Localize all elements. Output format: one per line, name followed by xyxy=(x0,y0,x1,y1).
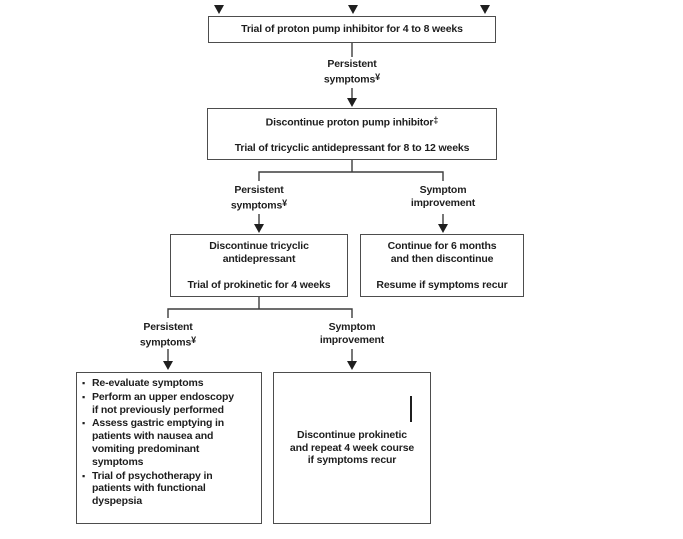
node-text: Trial of proton pump inhibitor for 4 to … xyxy=(241,23,463,36)
node-text: Discontinue proton pump inhibitor xyxy=(265,116,434,129)
bullet-list: ▪ Re-evaluate symptoms ▪ Perform an uppe… xyxy=(77,373,261,509)
footnote-marker: ‡ xyxy=(433,115,439,125)
branch-label-persistent-3: Persistent symptoms¥ xyxy=(103,321,233,349)
entry-arrow-icon xyxy=(348,5,358,14)
branch-label-line: improvement xyxy=(410,196,476,209)
node-text: Discontinue prokinetic and repeat 4 week… xyxy=(289,429,415,467)
bullet-text: Perform an upper endoscopy if not previo… xyxy=(92,390,234,416)
branch-label-improvement-2: Symptom improvement xyxy=(287,321,417,346)
branch-label-line: symptoms xyxy=(323,73,376,85)
node-text: Trial of tricyclic antidepressant for 8 … xyxy=(234,141,470,154)
node-text: Continue for 6 months and then discontin… xyxy=(387,240,497,265)
branch-label-line: Symptom xyxy=(419,184,467,196)
branch-label-line: symptoms xyxy=(139,336,192,348)
branch-bracket xyxy=(258,171,444,181)
list-item: ▪ Perform an upper endoscopy if not prev… xyxy=(82,391,259,417)
down-arrowhead-icon xyxy=(163,361,173,370)
node-discontinue-tca: Discontinue tricyclic antidepressant Tri… xyxy=(170,234,348,297)
branch-label-persistent-2: Persistent symptoms¥ xyxy=(194,184,324,212)
footnote-marker: ¥ xyxy=(282,197,288,208)
bullet-text: Re-evaluate symptoms xyxy=(92,377,204,389)
node-reevaluate: ▪ Re-evaluate symptoms ▪ Perform an uppe… xyxy=(76,372,262,524)
list-item: ▪ Trial of psychotherapy in patients wit… xyxy=(82,470,259,508)
list-item: ▪ Re-evaluate symptoms xyxy=(82,377,259,390)
bullet-icon: ▪ xyxy=(82,378,86,388)
node-text: Resume if symptoms recur xyxy=(376,278,508,291)
footnote-marker: ¥ xyxy=(375,71,381,82)
entry-arrow-icon xyxy=(214,5,224,14)
bullet-icon: ▪ xyxy=(82,418,86,429)
down-arrowhead-icon xyxy=(254,224,264,233)
branch-label-line: Symptom xyxy=(328,321,376,333)
branch-label-line: Persistent xyxy=(234,184,284,196)
bullet-text: Assess gastric emptying in patients with… xyxy=(92,417,225,468)
node-discontinue-ppi: Discontinue proton pump inhibitor‡ Trial… xyxy=(207,108,497,160)
entry-arrow-icon xyxy=(480,5,490,14)
down-arrowhead-icon xyxy=(347,361,357,370)
branch-label-line: improvement xyxy=(319,333,385,346)
down-arrowhead-icon xyxy=(438,224,448,233)
bullet-text: Trial of psychotherapy in patients with … xyxy=(92,469,213,508)
bullet-icon: ▪ xyxy=(82,470,86,481)
branch-bracket xyxy=(167,308,353,318)
node-text: Trial of prokinetic for 4 weeks xyxy=(187,278,331,291)
list-item: ▪ Assess gastric emptying in patients wi… xyxy=(82,417,259,468)
node-ppi-trial: Trial of proton pump inhibitor for 4 to … xyxy=(208,16,496,43)
bullet-icon: ▪ xyxy=(82,391,86,402)
footnote-marker: ¥ xyxy=(191,334,197,345)
branch-label-line: Persistent xyxy=(143,321,193,333)
branch-label-persistent-1: Persistent symptoms¥ xyxy=(287,58,417,86)
stray-mark xyxy=(410,396,412,422)
down-arrowhead-icon xyxy=(347,98,357,107)
node-continue-six-months: Continue for 6 months and then discontin… xyxy=(360,234,524,297)
branch-label-line: symptoms xyxy=(230,199,283,211)
branch-label-line: Persistent xyxy=(327,58,377,70)
node-text: Discontinue tricyclic antidepressant xyxy=(209,240,309,265)
node-discontinue-prokinetic: Discontinue prokinetic and repeat 4 week… xyxy=(273,372,431,524)
branch-label-improvement-1: Symptom improvement xyxy=(378,184,508,209)
